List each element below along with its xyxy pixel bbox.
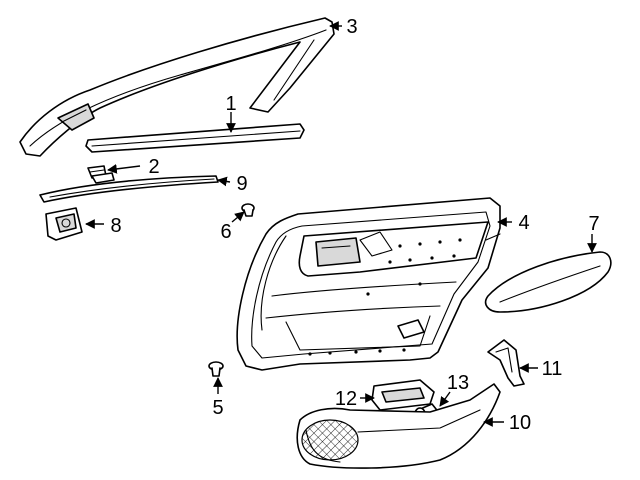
part-7-armrest-pad [484,251,612,313]
callout-6: 6 [220,221,231,243]
callout-leaders [85,21,597,427]
part-5-push-pin [208,361,224,377]
panel-fastener-dots [308,238,462,356]
part-6-clip [241,203,255,217]
part-10-lower-trim-speaker [296,383,501,469]
part-3-pillar-moulding [19,17,335,157]
part-8-handle-bezel [45,207,83,241]
callout-9: 9 [236,173,247,195]
part-4-door-panel [236,197,501,371]
part-11-bracket [487,339,525,387]
callout-1: 1 [225,93,236,115]
callout-11: 11 [542,358,563,380]
part-12-pull-handle [371,379,435,411]
callout-labels: 1 2 3 4 5 6 7 8 9 10 11 12 13 [110,16,599,434]
callout-10: 10 [509,412,531,434]
callout-8: 8 [110,215,121,237]
callout-5: 5 [212,397,223,419]
part-1-belt-moulding [85,123,305,153]
callout-2: 2 [148,156,159,178]
callout-7: 7 [588,213,599,235]
part-9-trim-strip [39,172,219,203]
callout-4: 4 [518,212,529,234]
callout-3: 3 [346,16,357,38]
callout-13: 13 [447,372,469,394]
callout-12: 12 [335,388,357,410]
